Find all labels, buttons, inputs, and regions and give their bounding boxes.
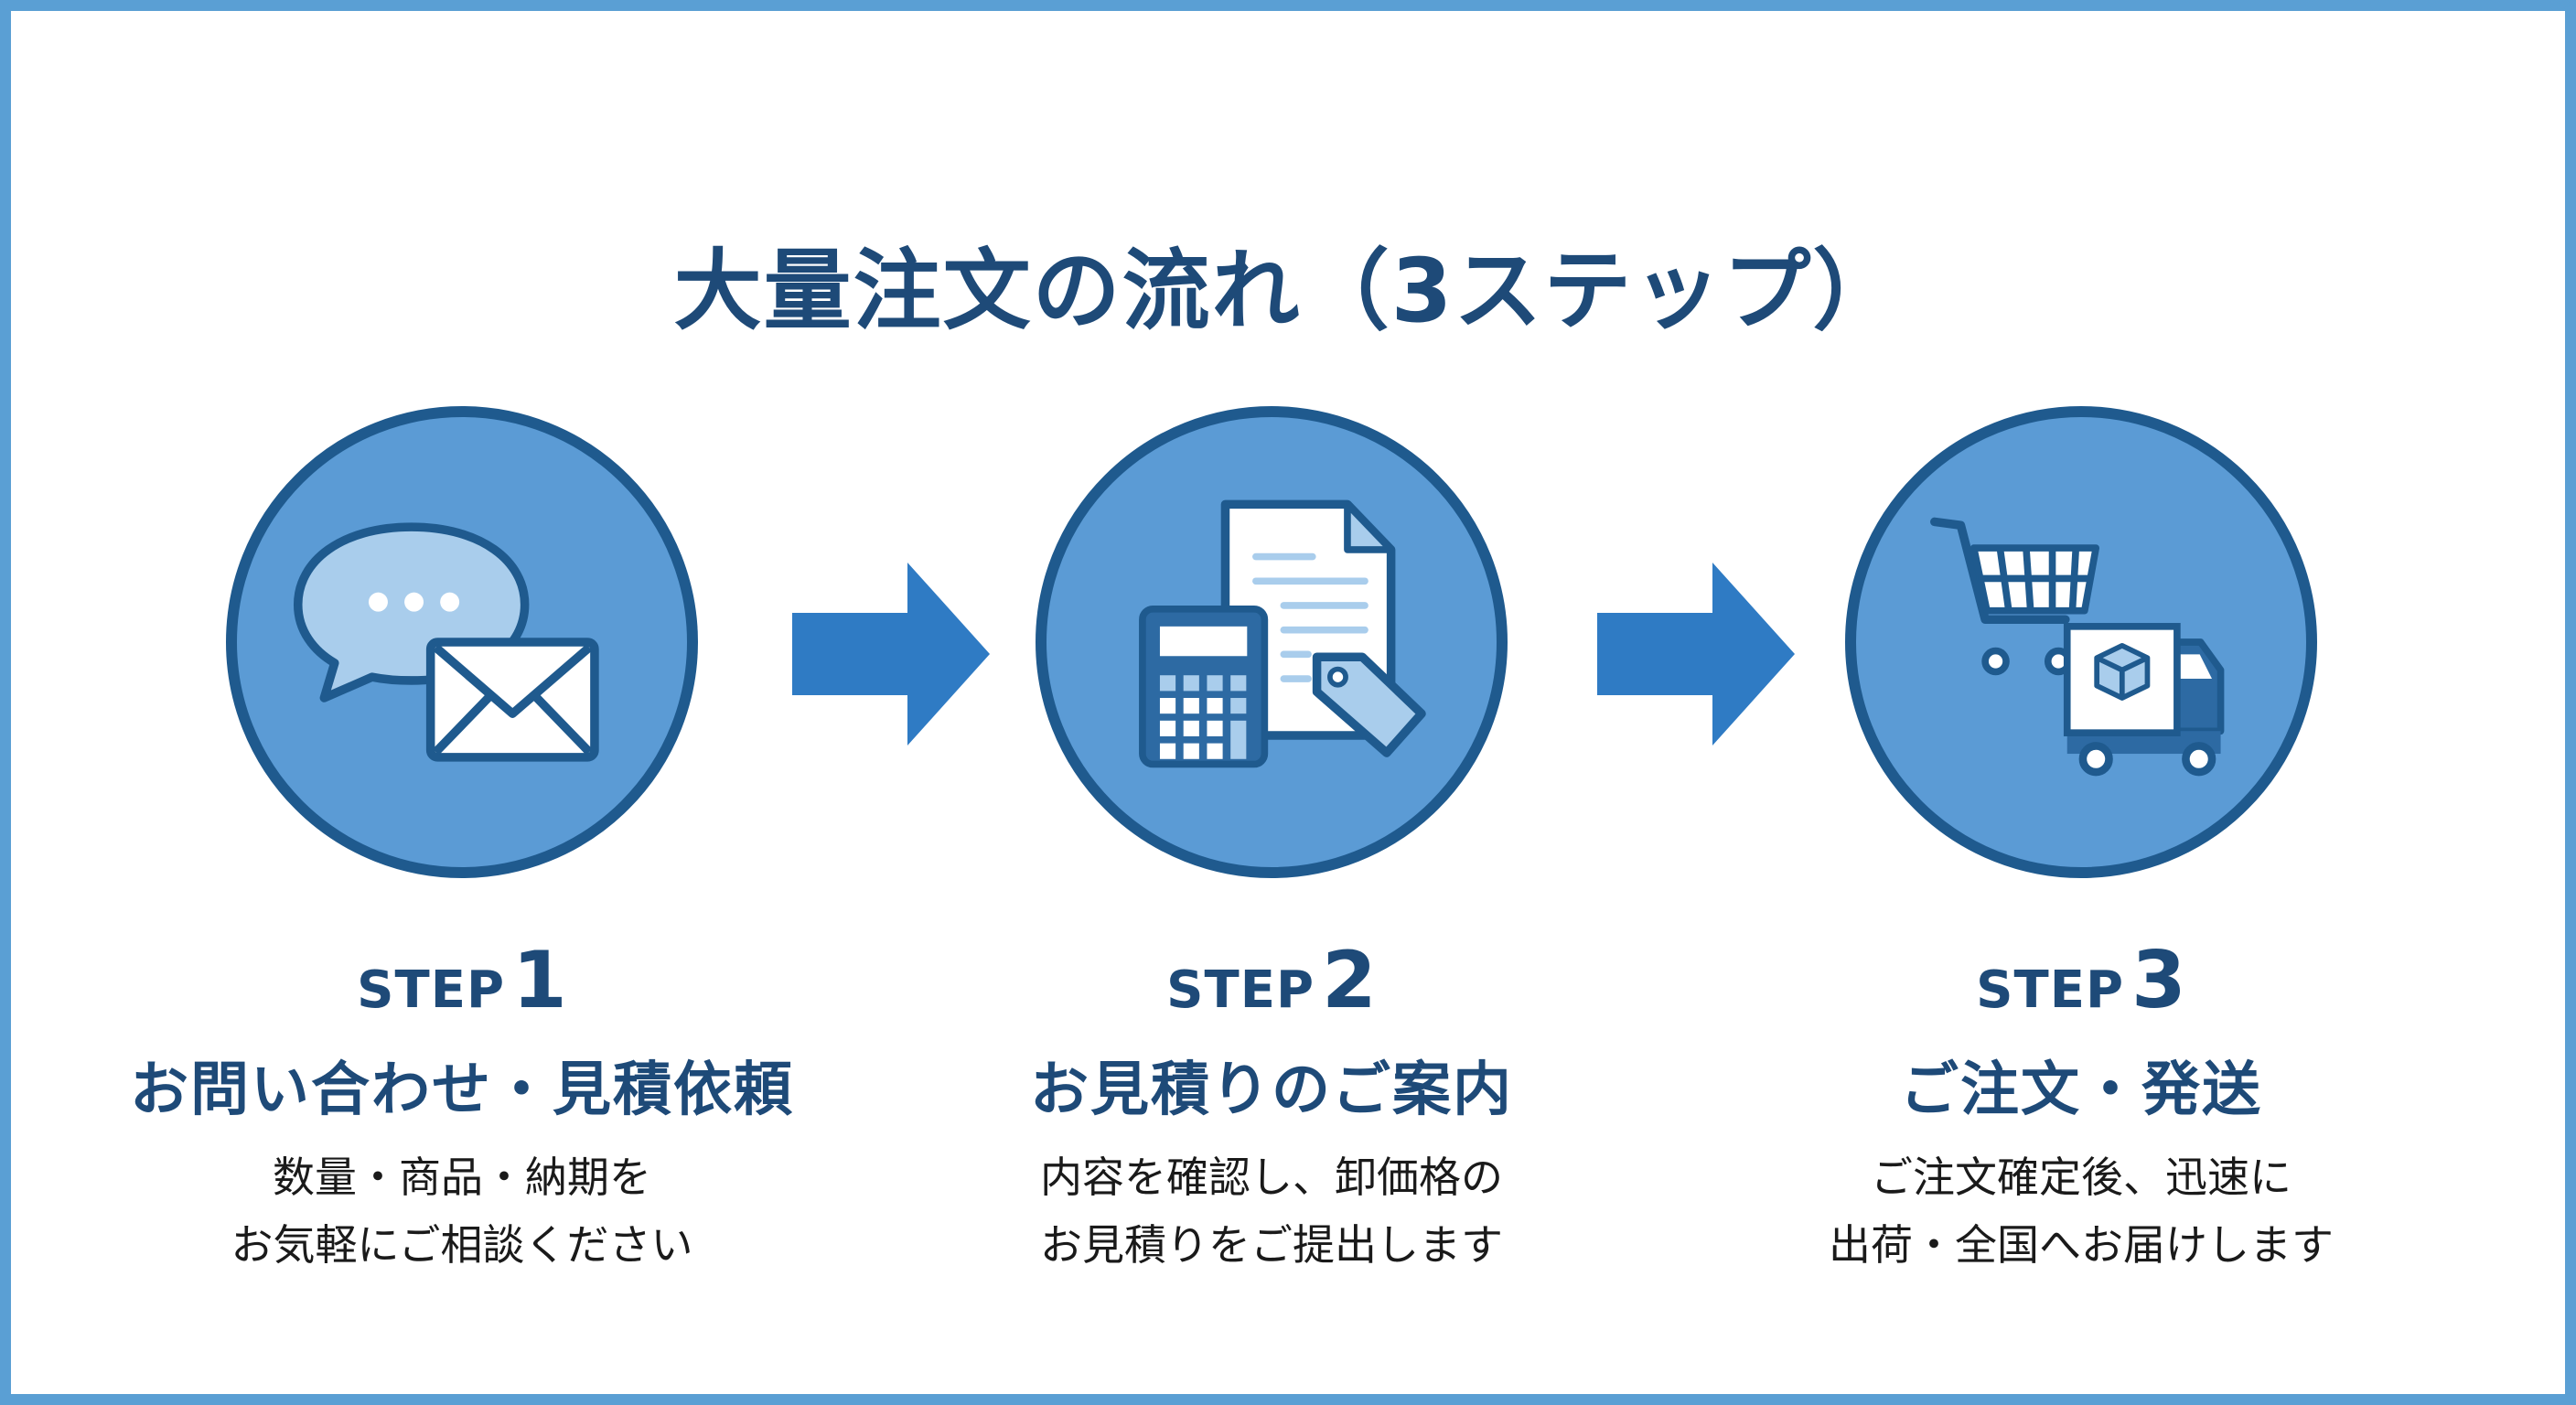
step-3-circle: [1845, 406, 2317, 878]
step-3-label: STEP3: [1669, 935, 2493, 1026]
quote-icon: [1139, 499, 1426, 768]
step-2-description: 内容を確認し、卸価格の お見積りをご提出します: [860, 1143, 1683, 1279]
price-tag-icon: [1312, 652, 1426, 757]
infographic-frame: 大量注文の流れ（3ステップ） STEP1 お問い合わせ・見積依頼: [11, 11, 2565, 1394]
cart-truck-icon: [1930, 517, 2225, 777]
step-3-heading: ご注文・発送: [1900, 1056, 2262, 1124]
calculator-icon: [1139, 605, 1269, 768]
description-line: ご注文確定後、迅速に: [1871, 1153, 2292, 1202]
right-arrow-icon: [1597, 563, 1795, 745]
step-3: STEP3 ご注文・発送 ご注文確定後、迅速に 出荷・全国へお届けします: [1669, 11, 2493, 1394]
step-number: 1: [511, 935, 567, 1026]
step-1-heading: お問い合わせ・見積依頼: [130, 1056, 794, 1124]
shopping-cart-icon: [1930, 517, 2100, 676]
step-2-circle: [1036, 406, 1508, 878]
package-box-icon: [2094, 642, 2151, 701]
step-2-heading: お見積りのご案内: [1030, 1056, 1513, 1124]
step-number: 2: [1321, 935, 1377, 1026]
step-word: STEP: [357, 960, 505, 1020]
description-line: 数量・商品・納期を: [273, 1153, 651, 1202]
step-number: 3: [2131, 935, 2186, 1026]
description-line: 内容を確認し、卸価格の: [1040, 1153, 1503, 1202]
right-arrow-icon: [792, 563, 990, 745]
step-1-circle: [226, 406, 698, 878]
description-line: お気軽にご相談ください: [231, 1220, 693, 1270]
page-title: 大量注文の流れ（3ステップ）: [673, 240, 1903, 342]
step-1-label: STEP1: [50, 935, 874, 1026]
delivery-truck-icon: [2063, 623, 2225, 777]
step-3-description: ご注文確定後、迅速に 出荷・全国へお届けします: [1669, 1143, 2493, 1279]
step-word: STEP: [1976, 960, 2124, 1020]
step-2-label: STEP2: [860, 935, 1683, 1026]
envelope-icon: [425, 638, 599, 762]
step-1-description: 数量・商品・納期を お気軽にご相談ください: [50, 1143, 874, 1279]
description-line: 出荷・全国へお届けします: [1829, 1220, 2334, 1270]
step-1: STEP1 お問い合わせ・見積依頼 数量・商品・納期を お気軽にご相談ください: [50, 11, 874, 1394]
chat-envelope-icon: [293, 522, 599, 762]
step-word: STEP: [1166, 960, 1315, 1020]
description-line: お見積りをご提出します: [1040, 1220, 1503, 1270]
step-2: STEP2 お見積りのご案内 内容を確認し、卸価格の お見積りをご提出します: [860, 11, 1683, 1394]
